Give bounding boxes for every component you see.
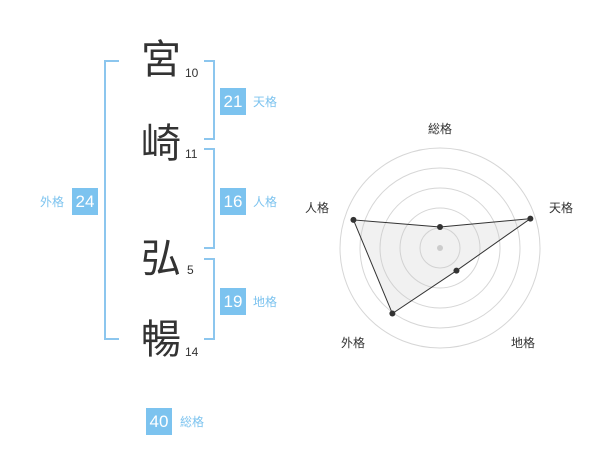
radar-point-4 [389,310,396,317]
radar-center-dot [437,245,443,251]
gaikaku-label: 外格 [40,195,65,209]
chikaku-label: 地格 [253,295,278,309]
soukaku-score-badge: 40 [146,408,172,435]
chikaku-bracket [204,258,215,340]
name-char-1: 宮 [141,37,181,83]
radar-axis-label-gaikaku: 外格 [341,336,366,350]
name-char-2: 崎 [141,121,181,167]
name-char-3: 弘 [141,236,181,282]
soukaku-label: 総格 [180,415,205,429]
radar-data-area [352,217,533,315]
stroke-count-4: 14 [185,345,199,359]
tenkaku-score-badge: 21 [220,88,246,115]
gaikaku-bracket [104,60,119,340]
radar-point-1 [437,224,443,230]
jinkaku-label: 人格 [253,195,278,209]
chikaku-score-badge: 19 [220,288,246,315]
radar-point-2 [527,215,534,222]
stroke-count-3: 5 [187,263,194,277]
tenkaku-label: 天格 [253,95,278,109]
stroke-count-2: 11 [185,147,198,161]
stroke-count-1: 10 [185,66,199,80]
radar-ring [379,187,501,309]
tenkaku-bracket [204,60,215,140]
radar-axis-label-jinkaku: 人格 [305,201,330,215]
radar-axis-label-chikaku: 地格 [511,336,536,350]
radar-point-5 [350,216,357,223]
radar-axis-label-tenkaku: 天格 [549,201,574,215]
gaikaku-score-badge: 24 [72,188,98,215]
jinkaku-bracket [204,148,215,249]
name-char-4: 暢 [141,317,181,363]
radar-ring [359,167,521,329]
jinkaku-score-badge: 16 [220,188,246,215]
radar-ring [399,207,481,289]
radar-point-3 [453,267,460,274]
radar-axis-label-soukaku: 総格 [428,122,453,136]
